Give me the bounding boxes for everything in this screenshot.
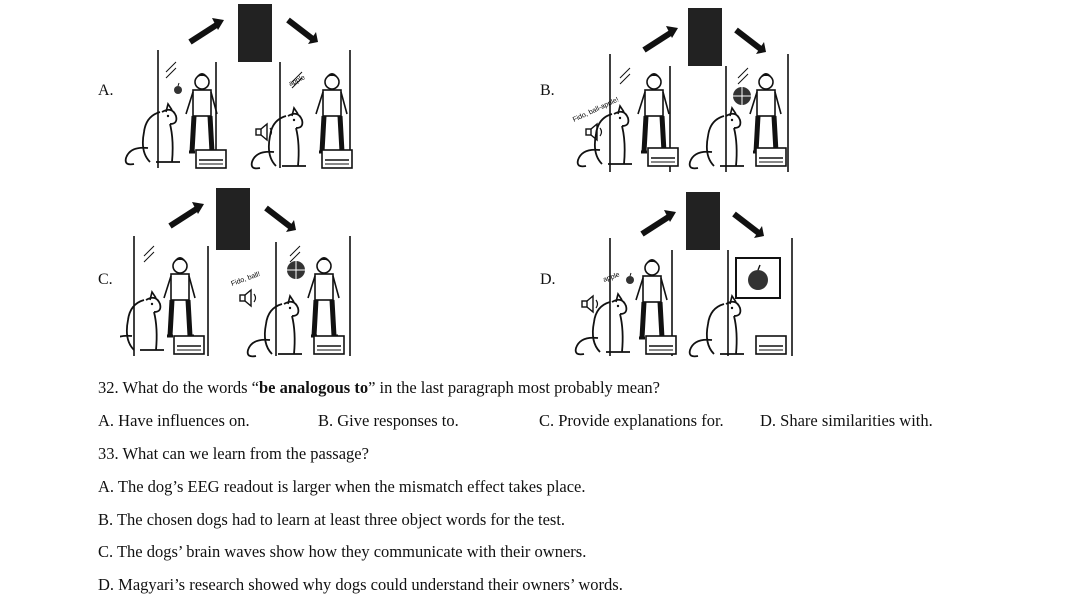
figure-option-d: apple: [560, 186, 800, 366]
question-33-stem: 33. What can we learn from the passage?: [98, 444, 369, 463]
question-32-options: A. Have influences on. B. Give responses…: [98, 411, 998, 431]
q32-option-b[interactable]: B. Give responses to.: [318, 411, 459, 430]
question-32-stem: 32. What do the words “be analogous to” …: [98, 378, 660, 398]
q33-option-b[interactable]: B. The chosen dogs had to learn at least…: [98, 510, 566, 529]
speech-bubble-text: Fido, ball!: [230, 271, 261, 288]
speech-bubble-text: apple: [288, 74, 307, 88]
figure-option-c-label: C.: [98, 271, 113, 288]
q32-option-a[interactable]: A. Have influences on.: [98, 411, 250, 430]
question-32-prefix: 32. What do the words “: [98, 378, 259, 397]
figure-option-c: Fido, ball!: [120, 186, 370, 366]
figure-option-a: apple: [120, 2, 370, 172]
q33-option-d[interactable]: D. Magyari’s research showed why dogs co…: [98, 575, 623, 594]
figure-option-d-label: D.: [540, 271, 556, 288]
question-32-suffix: ” in the last paragraph most probably me…: [368, 378, 660, 397]
figure-option-b-label: B.: [540, 82, 555, 99]
question-32-keyword: be analogous to: [259, 378, 369, 397]
q32-option-c[interactable]: C. Provide explanations for.: [539, 411, 724, 430]
figure-option-a-label: A.: [98, 82, 114, 99]
q32-option-d[interactable]: D. Share similarities with.: [760, 411, 933, 430]
speech-bubble-text: Fido, ball-apple!: [572, 96, 620, 123]
speech-bubble-text: apple: [602, 271, 621, 283]
q33-option-a[interactable]: A. The dog’s EEG readout is larger when …: [98, 477, 586, 496]
q33-option-c[interactable]: C. The dogs’ brain waves show how they c…: [98, 542, 587, 561]
figure-option-b: Fido, ball-apple!: [560, 2, 800, 182]
